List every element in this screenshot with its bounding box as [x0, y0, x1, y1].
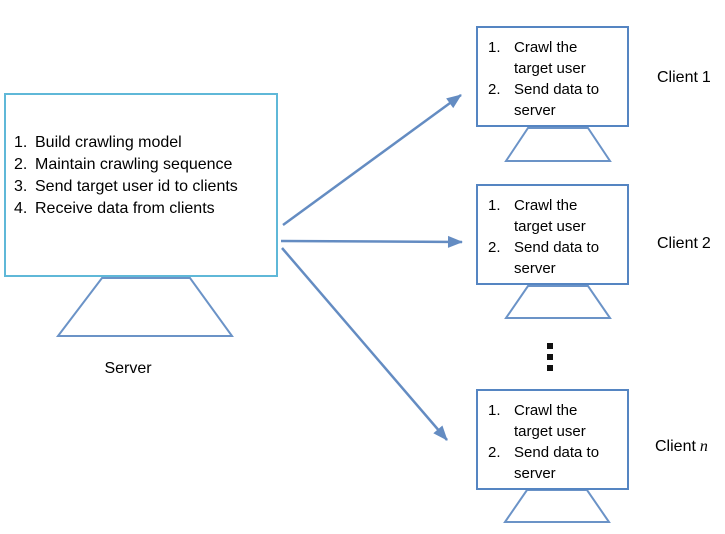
- server-task-item: 2. Maintain crawling sequence: [14, 154, 272, 176]
- server-task-item: 3. Send target user id to clients: [14, 176, 272, 198]
- client-2-task-list: 1. Crawl the target user 2. Send data to…: [488, 195, 625, 279]
- task-number: 2.: [488, 444, 501, 461]
- task-text: Crawl the target user: [514, 39, 586, 77]
- server-label: Server: [104, 360, 152, 377]
- task-number: 1.: [488, 197, 501, 214]
- task-number: 1.: [488, 39, 501, 56]
- task-number: 3.: [14, 178, 28, 195]
- client-n-monitor-stand: [503, 489, 611, 523]
- client-task-item: 1. Crawl the target user: [488, 37, 625, 79]
- task-number: 1.: [488, 402, 501, 419]
- task-text: Send target user id to clients: [35, 178, 238, 195]
- client-1-task-list: 1. Crawl the target user 2. Send data to…: [488, 37, 625, 121]
- task-text: Send data to server: [514, 81, 600, 119]
- client-1-monitor-stand: [504, 127, 612, 162]
- client-task-item: 2. Send data to server: [488, 237, 625, 279]
- arrow-server-to-client-n: [281, 247, 448, 441]
- ellipsis-dot: [547, 365, 553, 371]
- client-2-monitor-stand: [504, 285, 612, 319]
- task-text: Send data to server: [514, 444, 600, 482]
- server-task-item: 4. Receive data from clients: [14, 198, 272, 220]
- task-text: Send data to server: [514, 239, 600, 277]
- ellipsis-dot: [547, 354, 553, 360]
- ellipsis-dot: [547, 343, 553, 349]
- client-label-prefix: Client: [657, 235, 698, 252]
- task-number: 2.: [14, 156, 28, 173]
- arrow-server-to-client-2: [280, 235, 463, 248]
- task-text: Maintain crawling sequence: [35, 156, 233, 173]
- vertical-ellipsis-icon: [547, 343, 553, 371]
- client-task-item: 1. Crawl the target user: [488, 400, 625, 442]
- client-label-suffix: 2: [701, 235, 711, 252]
- client-label-prefix: Client: [655, 438, 696, 455]
- server-monitor-stand: [55, 277, 234, 337]
- server-task-item: 1. Build crawling model: [14, 132, 272, 154]
- arrow-server-to-client-1: [282, 93, 462, 227]
- task-text: Crawl the target user: [514, 402, 586, 440]
- client-n-task-list: 1. Crawl the target user 2. Send data to…: [488, 400, 625, 484]
- client-task-item: 1. Crawl the target user: [488, 195, 625, 237]
- client-2-monitor-screen: 1. Crawl the target user 2. Send data to…: [476, 184, 629, 285]
- task-number: 2.: [488, 239, 501, 256]
- client-task-item: 2. Send data to server: [488, 79, 625, 121]
- client-1-monitor-screen: 1. Crawl the target user 2. Send data to…: [476, 26, 629, 127]
- server-task-list: 1. Build crawling model 2. Maintain craw…: [14, 132, 272, 220]
- task-number: 2.: [488, 81, 501, 98]
- client-label-suffix: 1: [701, 69, 711, 86]
- task-number: 1.: [14, 134, 28, 151]
- server-monitor-screen: 1. Build crawling model 2. Maintain craw…: [4, 93, 278, 277]
- task-text: Crawl the target user: [514, 197, 586, 235]
- client-label-prefix: Client: [657, 69, 698, 86]
- task-text: Build crawling model: [35, 134, 182, 151]
- task-text: Receive data from clients: [35, 200, 215, 217]
- client-n-monitor-screen: 1. Crawl the target user 2. Send data to…: [476, 389, 629, 490]
- task-number: 4.: [14, 200, 28, 217]
- client-task-item: 2. Send data to server: [488, 442, 625, 484]
- client-label-suffix: n: [699, 438, 708, 455]
